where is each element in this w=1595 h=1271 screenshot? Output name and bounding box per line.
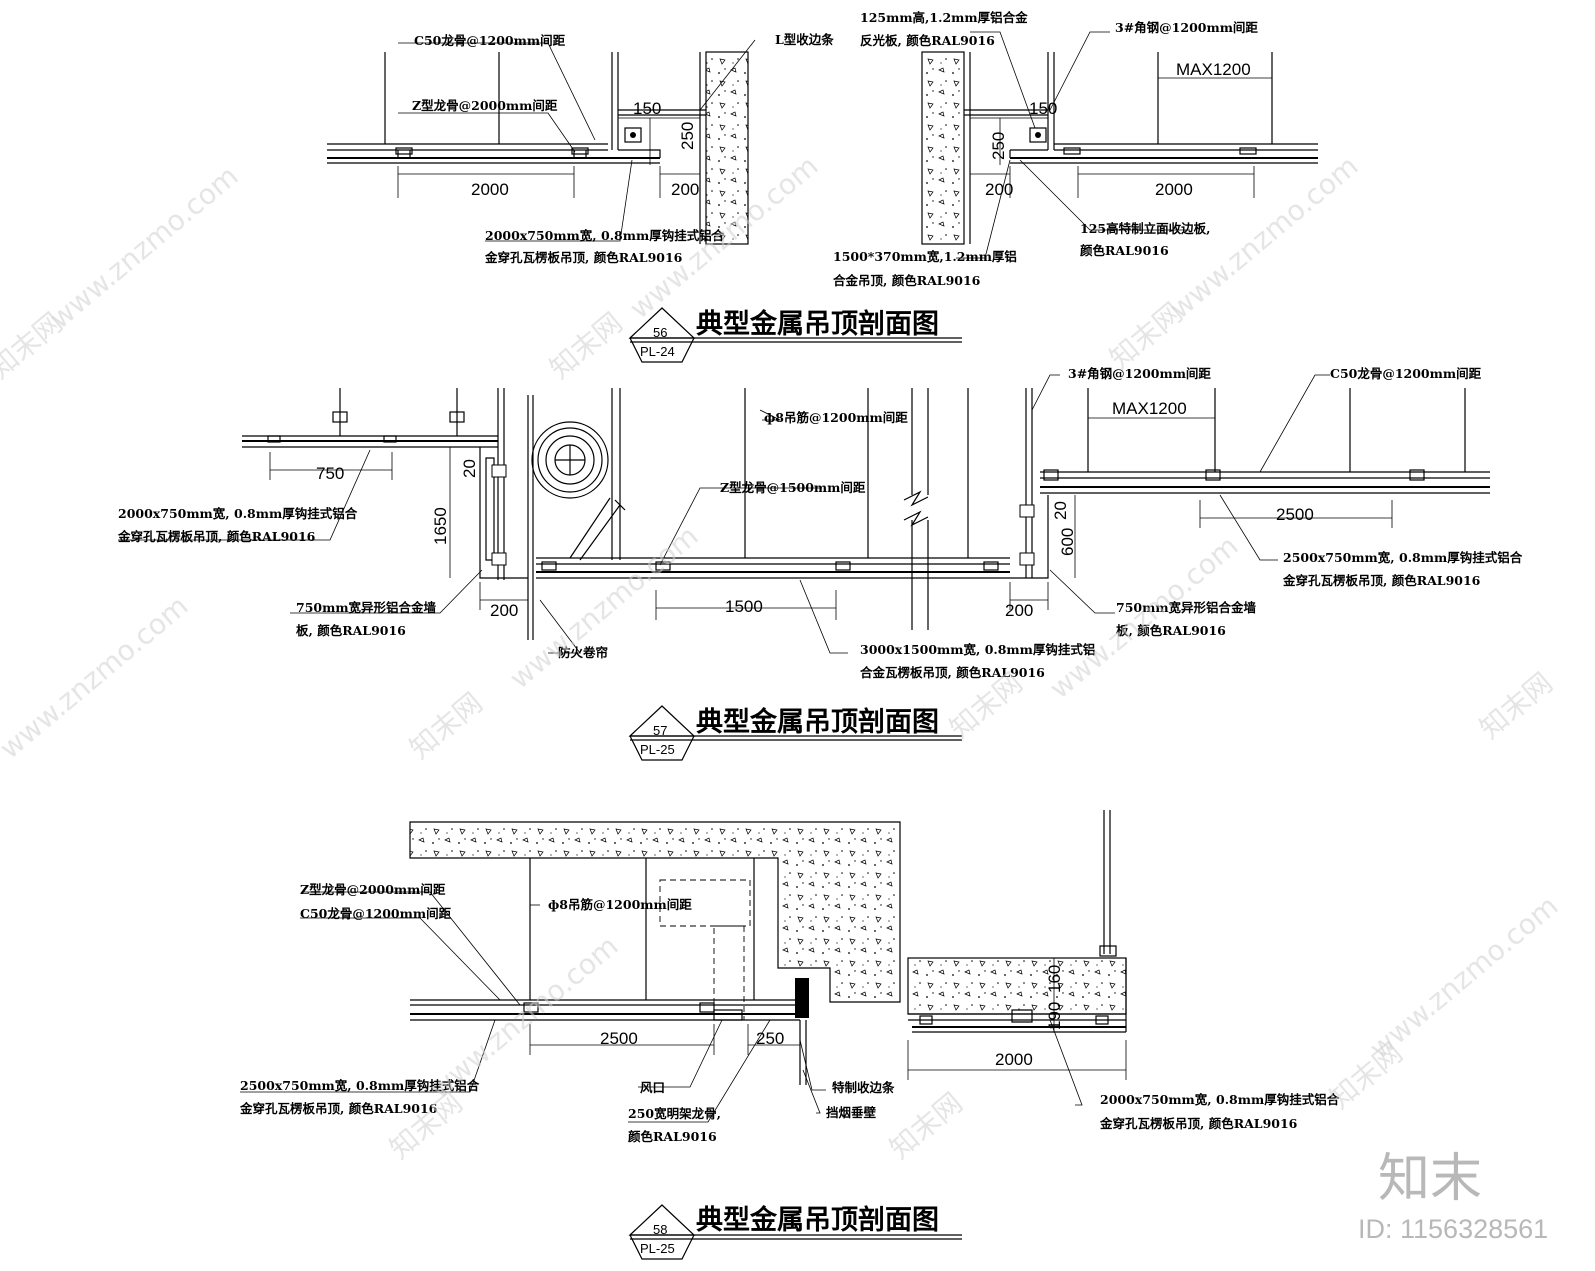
watermark-text: 知末网 xyxy=(403,686,489,765)
s1-dim-250-left: 250 xyxy=(678,122,697,150)
s1-note-panel-mid-1: 1500*370mm宽,1.2mm厚铝 xyxy=(833,249,1017,264)
watermark-text: 知末网 xyxy=(1473,666,1559,745)
s2-note-panel-mid-2: 合金瓦楞板吊顶, 颜色RAL9016 xyxy=(860,665,1045,680)
s1-note-trim-right-2: 颜色RAL9016 xyxy=(1080,243,1169,258)
s2-note-panel-left-1: 2000x750mm宽, 0.8mm厚钩挂式铝合 xyxy=(118,506,358,521)
s1-note-reflector-2: 反光板, 颜色RAL9016 xyxy=(860,33,995,48)
s3-dim-2500: 2500 xyxy=(600,1029,638,1048)
s2-note-panel-left-2: 金穿孔瓦楞板吊顶, 颜色RAL9016 xyxy=(117,529,316,544)
s1-dim-150-right: 150 xyxy=(1029,99,1057,118)
s2-dim-max1200: MAX1200 xyxy=(1112,399,1187,418)
brand-logo: 知末 xyxy=(1378,1149,1482,1209)
s2-note-wall-left-2: 板, 颜色RAL9016 xyxy=(296,623,406,638)
s2-note-z-keel: Z型龙骨@1500mm间距 xyxy=(720,480,866,495)
watermark-text: www.znzmo.com xyxy=(43,159,244,335)
s1-note-panel-mid-2: 合金吊顶, 颜色RAL9016 xyxy=(833,273,981,288)
s2-note-panel-right-2: 金穿孔瓦楞板吊顶, 颜色RAL9016 xyxy=(1282,573,1481,588)
s1-note-z-keel: Z型龙骨@2000mm间距 xyxy=(412,98,558,113)
s2-dim-1650: 1650 xyxy=(431,507,450,545)
s3-dim-190: 190 xyxy=(1045,1002,1064,1030)
section-1-drawing xyxy=(327,31,1318,259)
s3-dim-160: 160 xyxy=(1045,965,1064,993)
s2-dim-600: 600 xyxy=(1058,528,1077,556)
s2-note-angle-steel: 3#角钢@1200mm间距 xyxy=(1068,366,1211,381)
section-3-title-mark xyxy=(628,1204,962,1260)
s2-dim-200-left: 200 xyxy=(490,601,518,620)
s1-dim-2000-right: 2000 xyxy=(1155,180,1193,199)
section-1-right-ceiling xyxy=(921,31,1318,259)
watermark-text: www.znzmo.com xyxy=(1163,149,1364,325)
s2-note-c50-keel: C50龙骨@1200mm间距 xyxy=(1330,366,1482,381)
s2-title: 典型金属吊顶剖面图 xyxy=(696,706,939,738)
s2-note-wall-right-2: 板, 颜色RAL9016 xyxy=(1116,623,1226,638)
s3-note-c50-keel: C50龙骨@1200mm间距 xyxy=(300,906,452,921)
s2-tag-ref: PL-25 xyxy=(640,742,675,757)
s1-note-panel-left-1: 2000x750mm宽, 0.8mm厚钩挂式铝合 xyxy=(485,228,725,243)
s1-dim-max1200: MAX1200 xyxy=(1176,60,1251,79)
s1-note-angle-steel: 3#角钢@1200mm间距 xyxy=(1115,20,1258,35)
s2-note-rod: ф8吊筋@1200mm间距 xyxy=(764,410,908,425)
s1-dim-200-right: 200 xyxy=(985,180,1013,199)
s2-dim-2500: 2500 xyxy=(1276,505,1314,524)
s3-tag-ref: PL-25 xyxy=(640,1241,675,1256)
s3-note-special-trim: 特制收边条 xyxy=(832,1080,895,1095)
watermark-layer: 知末网 www.znzmo.com 知末网 www.znzmo.com 知末网 … xyxy=(0,149,1564,1165)
watermark-text: 知末网 xyxy=(883,1086,969,1165)
s2-dim-20-left: 20 xyxy=(460,459,479,478)
section-1-title-mark xyxy=(628,307,962,363)
s2-note-panel-mid-1: 3000x1500mm宽, 0.8mm厚钩挂式铝 xyxy=(860,642,1095,657)
watermark-text: www.znzmo.com xyxy=(1363,889,1564,1065)
watermark-text: www.znzmo.com xyxy=(0,589,194,765)
s2-tag-number: 57 xyxy=(653,723,667,738)
s1-dim-150-left: 150 xyxy=(633,99,661,118)
s1-note-c50-keel: C50龙骨@1200mm间距 xyxy=(414,33,566,48)
section-2-title-mark xyxy=(628,705,962,761)
watermark-text: www.znzmo.com xyxy=(423,929,624,1105)
s3-dim-250: 250 xyxy=(756,1029,784,1048)
s2-dim-20-right: 20 xyxy=(1051,501,1070,520)
s3-note-frame-keel-1: 250宽明架龙骨, xyxy=(628,1106,721,1121)
s3-title: 典型金属吊顶剖面图 xyxy=(696,1204,939,1236)
s3-dim-2000: 2000 xyxy=(995,1050,1033,1069)
s2-note-wall-left-1: 750mm宽异形铝合金墙 xyxy=(296,600,437,615)
s1-dim-200-left: 200 xyxy=(671,180,699,199)
s2-dim-750: 750 xyxy=(316,464,344,483)
s3-note-panel-left-2: 金穿孔瓦楞板吊顶, 颜色RAL9016 xyxy=(239,1101,438,1116)
s3-note-vent: 风口 xyxy=(640,1080,665,1095)
s1-title: 典型金属吊顶剖面图 xyxy=(696,308,939,340)
s2-note-wall-right-1: 750mm宽异形铝合金墙 xyxy=(1116,600,1257,615)
image-id-label: ID: 1156328561 xyxy=(1358,1214,1548,1244)
s3-note-z-keel: Z型龙骨@2000mm间距 xyxy=(300,882,446,897)
s2-dim-1500: 1500 xyxy=(725,597,763,616)
s2-note-fire-curtain: 防火卷帘 xyxy=(558,645,608,660)
s3-note-panel-left-1: 2500x750mm宽, 0.8mm厚钩挂式铝合 xyxy=(240,1078,480,1093)
s3-note-rod: ф8吊筋@1200mm间距 xyxy=(548,897,692,912)
s1-dim-250-right: 250 xyxy=(989,132,1008,160)
s1-note-reflector-1: 125mm高,1.2mm厚铝合金 xyxy=(860,10,1028,25)
s1-note-panel-left-2: 金穿孔瓦楞板吊顶, 颜色RAL9016 xyxy=(484,250,683,265)
s2-note-panel-right-1: 2500x750mm宽, 0.8mm厚钩挂式铝合 xyxy=(1283,550,1523,565)
s2-dim-200-right: 200 xyxy=(1005,601,1033,620)
s3-tag-number: 58 xyxy=(653,1222,667,1237)
s1-tag-ref: PL-24 xyxy=(640,344,675,359)
s1-dim-2000-left: 2000 xyxy=(471,180,509,199)
watermark-text: 知末网 xyxy=(383,1086,469,1165)
s3-note-panel-right-1: 2000x750mm宽, 0.8mm厚钩挂式铝合 xyxy=(1100,1092,1340,1107)
s3-note-panel-right-2: 金穿孔瓦楞板吊顶, 颜色RAL9016 xyxy=(1099,1116,1298,1131)
s3-note-frame-keel-2: 颜色RAL9016 xyxy=(628,1129,717,1144)
s1-tag-number: 56 xyxy=(653,325,667,340)
section-3-drawing xyxy=(240,810,1127,1123)
section-2-drawing xyxy=(118,374,1490,654)
s1-note-l-trim: L型收边条 xyxy=(775,32,834,47)
section-1-left-ceiling xyxy=(327,39,756,245)
s1-note-trim-right-1: 125高特制立面收边板, xyxy=(1080,221,1210,236)
watermark-text: 知末网 xyxy=(543,306,629,385)
s3-note-smoke-wall: 挡烟垂壁 xyxy=(826,1105,877,1120)
